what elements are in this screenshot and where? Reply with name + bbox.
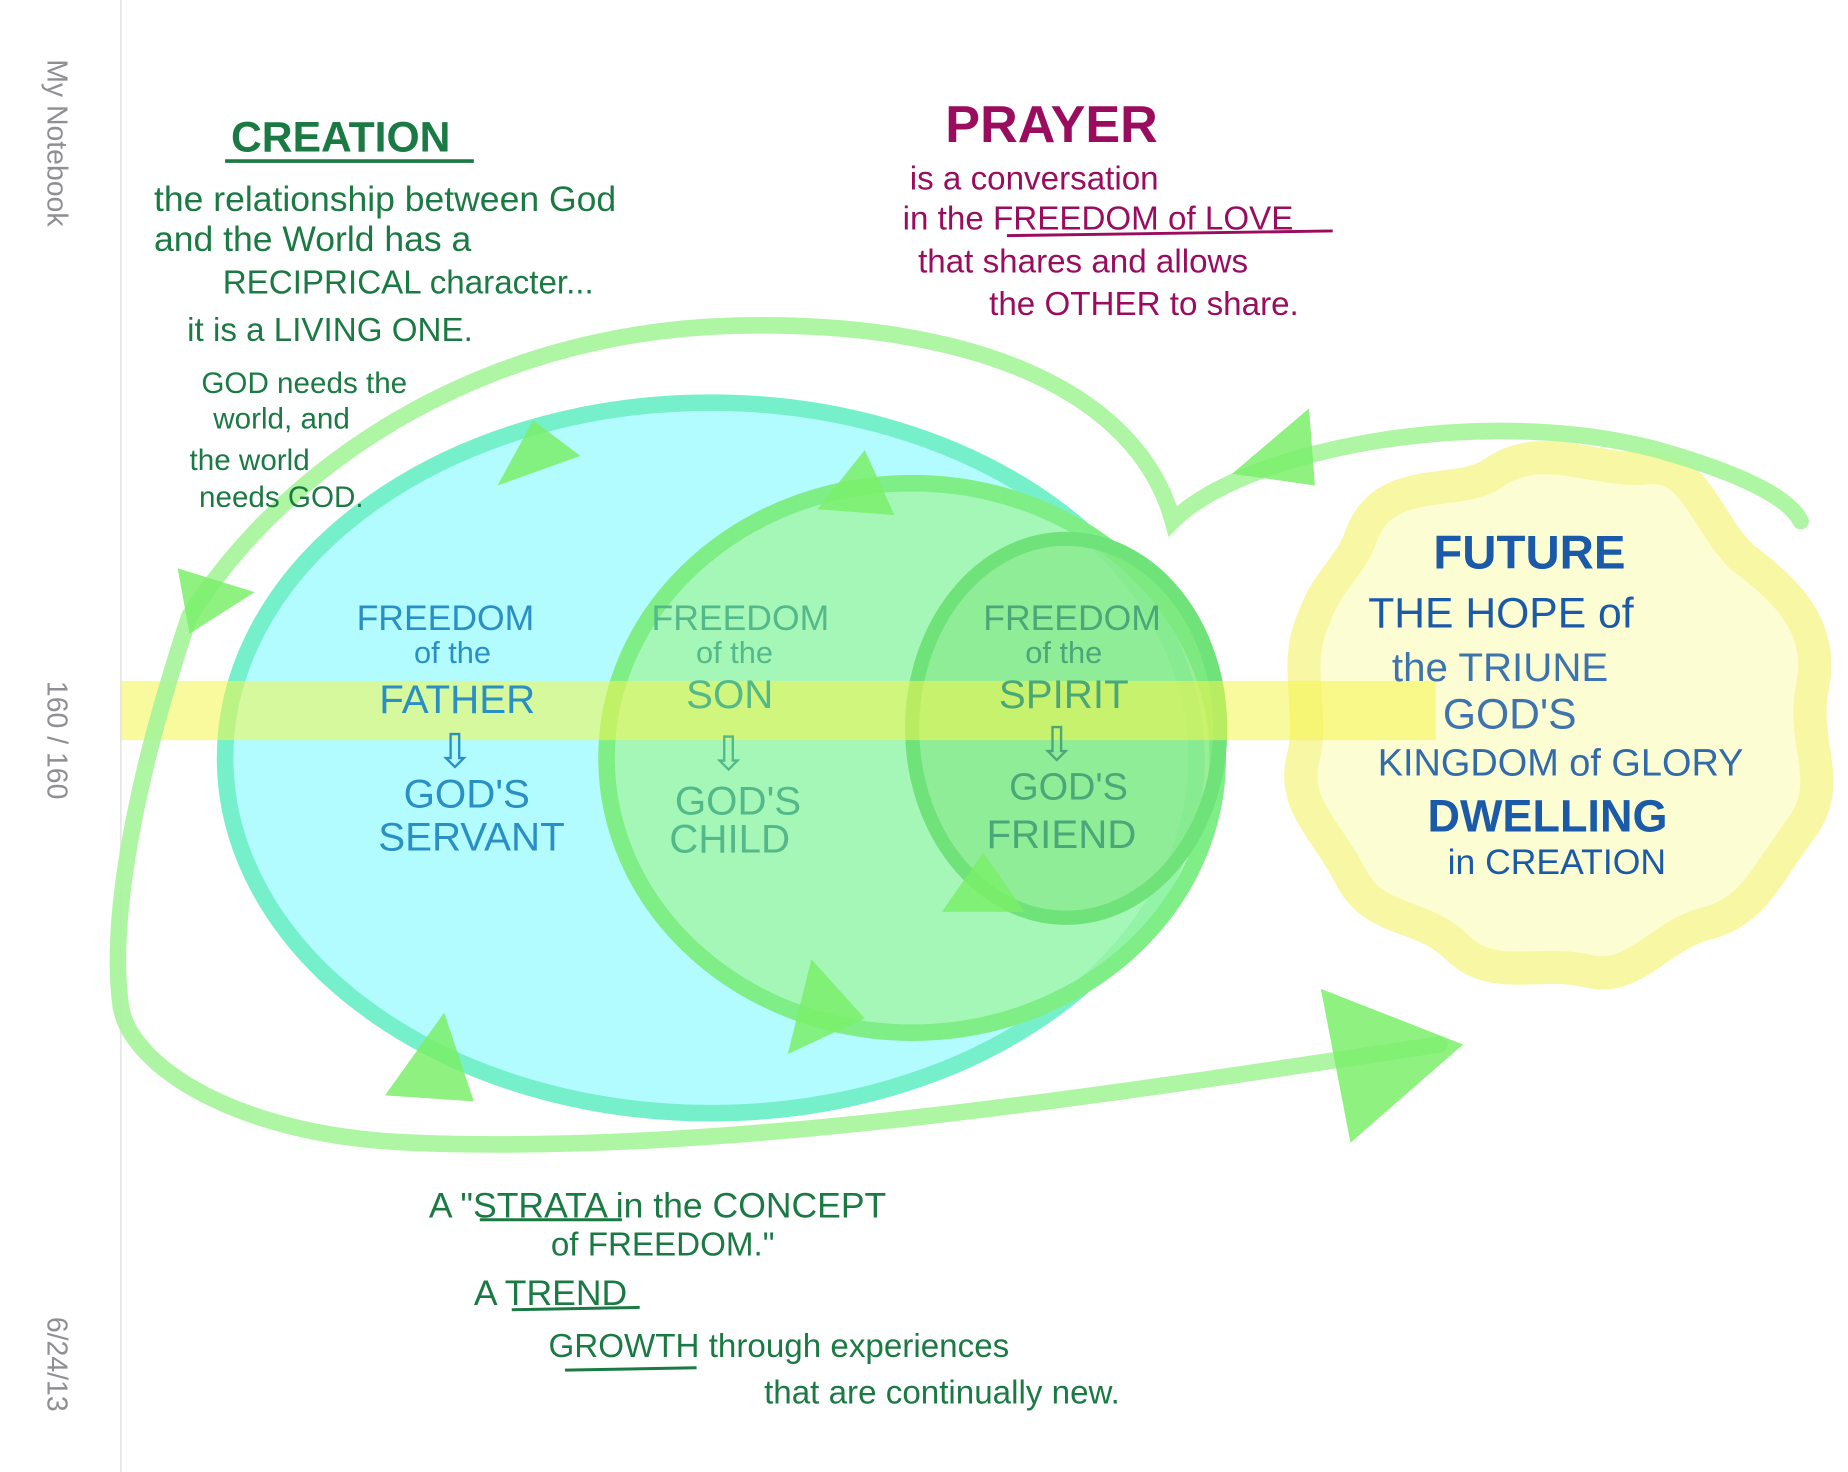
down-arrow-icon: ⇩ <box>709 728 749 781</box>
strata-line: that are continually new. <box>764 1374 1120 1411</box>
notebook-title[interactable]: My Notebook <box>40 59 72 227</box>
needs-line: the world <box>190 444 310 477</box>
creation-line: it is a LIVING ONE. <box>187 312 473 349</box>
future-line: THE HOPE of <box>1368 590 1633 638</box>
label-line: of the <box>1025 635 1102 670</box>
arrowhead-right <box>1320 988 1463 1143</box>
outer-loop-arrow <box>109 317 1809 1153</box>
strata-line: GROWTH through experiences <box>548 1328 1009 1365</box>
creation-note: CREATION the relationship between God an… <box>154 114 616 514</box>
label-line: of the <box>414 635 491 670</box>
creation-line: and the World has a <box>154 219 472 259</box>
prayer-note: PRAYER is a conversation in the FREEDOM … <box>903 96 1333 323</box>
prayer-line: is a conversation <box>910 160 1159 197</box>
future-line: the TRIUNE <box>1392 645 1608 690</box>
son-label: FREEDOM of the SON ⇩ GOD'S CHILD <box>652 598 830 862</box>
label-line: SERVANT <box>378 814 564 859</box>
father-label: FREEDOM of the FATHER ⇩ GOD'S SERVANT <box>357 598 565 859</box>
label-line: GOD'S <box>404 772 530 817</box>
future-note: FUTURE THE HOPE of the TRIUNE GOD'S KING… <box>1368 526 1743 882</box>
label-line: SON <box>686 672 773 717</box>
creation-title: CREATION <box>231 114 450 162</box>
down-arrow-icon: ⇩ <box>1037 718 1077 771</box>
needs-line: GOD needs the <box>201 367 407 400</box>
label-line: GOD'S <box>675 779 801 824</box>
label-line: SPIRIT <box>999 672 1129 717</box>
strata-note: A "STRATA in the CONCEPT of FREEDOM." A … <box>429 1185 1120 1411</box>
label-line: FREEDOM <box>652 598 830 638</box>
sidebar: My Notebook 160 / 160 6/24/13 <box>0 0 122 1472</box>
label-line: GOD'S <box>1009 766 1128 808</box>
needs-line: world, and <box>212 403 350 436</box>
prayer-line: that shares and allows <box>918 243 1248 280</box>
future-title: FUTURE <box>1433 526 1625 579</box>
creation-line: the relationship between God <box>154 179 616 219</box>
label-line: FREEDOM <box>357 598 535 638</box>
future-line: in CREATION <box>1448 842 1666 882</box>
spirit-label: FREEDOM of the SPIRIT ⇩ GOD'S FRIEND <box>983 598 1161 857</box>
future-line: DWELLING <box>1427 790 1667 841</box>
future-glow <box>1284 441 1834 990</box>
label-line: FREEDOM <box>983 598 1161 638</box>
label-line: FATHER <box>379 677 535 722</box>
down-arrow-icon: ⇩ <box>435 725 475 778</box>
page-counter: 160 / 160 <box>40 681 72 799</box>
page-date: 6/24/13 <box>40 1317 72 1412</box>
yellow-highlight-band <box>120 680 1436 741</box>
arrowheads <box>177 408 1463 1143</box>
strata-line: of FREEDOM." <box>551 1226 775 1263</box>
needs-line: needs GOD. <box>199 481 364 514</box>
strata-line: A TREND <box>474 1273 627 1313</box>
prayer-title: PRAYER <box>945 96 1157 154</box>
label-line: CHILD <box>669 817 790 862</box>
prayer-line: the OTHER to share. <box>989 286 1299 323</box>
label-line: of the <box>696 635 773 670</box>
future-line: KINGDOM of GLORY <box>1378 743 1744 785</box>
future-line: GOD'S <box>1443 690 1577 738</box>
creation-line: RECIPRICAL character... <box>223 265 594 302</box>
label-line: FRIEND <box>986 812 1136 857</box>
